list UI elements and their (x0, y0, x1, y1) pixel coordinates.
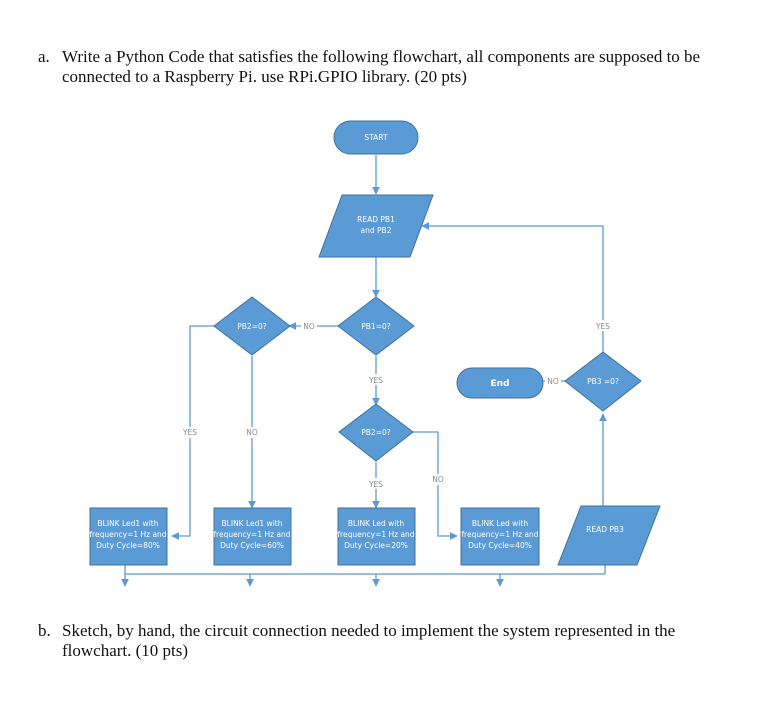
pb1-label: PB1=0? (361, 322, 390, 331)
read-pb1-parallelogram (318, 194, 434, 258)
pb2-left-decision (213, 296, 291, 356)
blink4-line1: BLINK Led with (472, 519, 528, 528)
edge-label-mid-yes: YES (368, 480, 383, 489)
blink3-line3: Duty Cycle=20% (344, 541, 408, 550)
arrow-pb3-yes (421, 222, 604, 352)
blink3-line1: BLINK Led with (348, 519, 404, 528)
blink2-line2: frequency=1 Hz and (213, 530, 290, 539)
read-pb3-label: READ PB3 (586, 525, 624, 534)
question-b-label: b. (38, 621, 51, 640)
pb3-decision (564, 351, 642, 412)
question-b-line2: flowchart. (10 pts) (62, 641, 189, 660)
read-pb1-label-1: READ PB1 (357, 215, 395, 224)
question-a-line2: connected to a Raspberry Pi. use RPi.GPI… (62, 67, 467, 86)
blink4-line3: Duty Cycle=40% (468, 541, 532, 550)
pb2-left-label: PB2=0? (237, 322, 266, 331)
pb2-mid-decision (338, 403, 414, 462)
read-pb3-parallelogram (557, 505, 661, 566)
edge-label-pb1-yes: YES (368, 376, 383, 385)
blink4-line2: frequency=1 Hz and (461, 530, 538, 539)
start-label: START (364, 133, 388, 142)
blink1-line2: frequency=1 Hz and (89, 530, 166, 539)
pb3-label: PB3 =0? (587, 377, 619, 386)
blink2-line1: BLINK Led1 with (222, 519, 283, 528)
edge-label-left-no: NO (246, 428, 258, 437)
blink3-line2: frequency=1 Hz and (337, 530, 414, 539)
edge-label-pb3-yes: YES (595, 322, 610, 331)
question-a-label: a. (38, 47, 50, 66)
blink1-line3: Duty Cycle=80% (96, 541, 160, 550)
question-a-line1: Write a Python Code that satisfies the f… (62, 47, 701, 66)
question-b-line1: Sketch, by hand, the circuit connection … (62, 621, 676, 640)
edge-label-left-yes: YES (182, 428, 197, 437)
edge-label-mid-no: NO (432, 475, 444, 484)
blink1-line1: BLINK Led1 with (98, 519, 159, 528)
blink-led1-80-box (89, 507, 168, 566)
start-terminal (333, 120, 419, 155)
blink-led1-60-box (213, 507, 292, 566)
edge-label-end-no: NO (547, 377, 559, 386)
end-label: End (491, 379, 510, 389)
blink-led-20-box (337, 507, 416, 566)
arrow-bottom-bus (124, 565, 606, 575)
edge-label-pb1-no: NO (303, 322, 315, 331)
read-pb1-label-2: and PB2 (361, 226, 392, 235)
blink-led-40-box (460, 507, 540, 566)
end-terminal (456, 367, 544, 399)
pb2-mid-label: PB2=0? (361, 428, 390, 437)
blink2-line3: Duty Cycle=60% (220, 541, 284, 550)
pb1-decision (337, 296, 415, 356)
